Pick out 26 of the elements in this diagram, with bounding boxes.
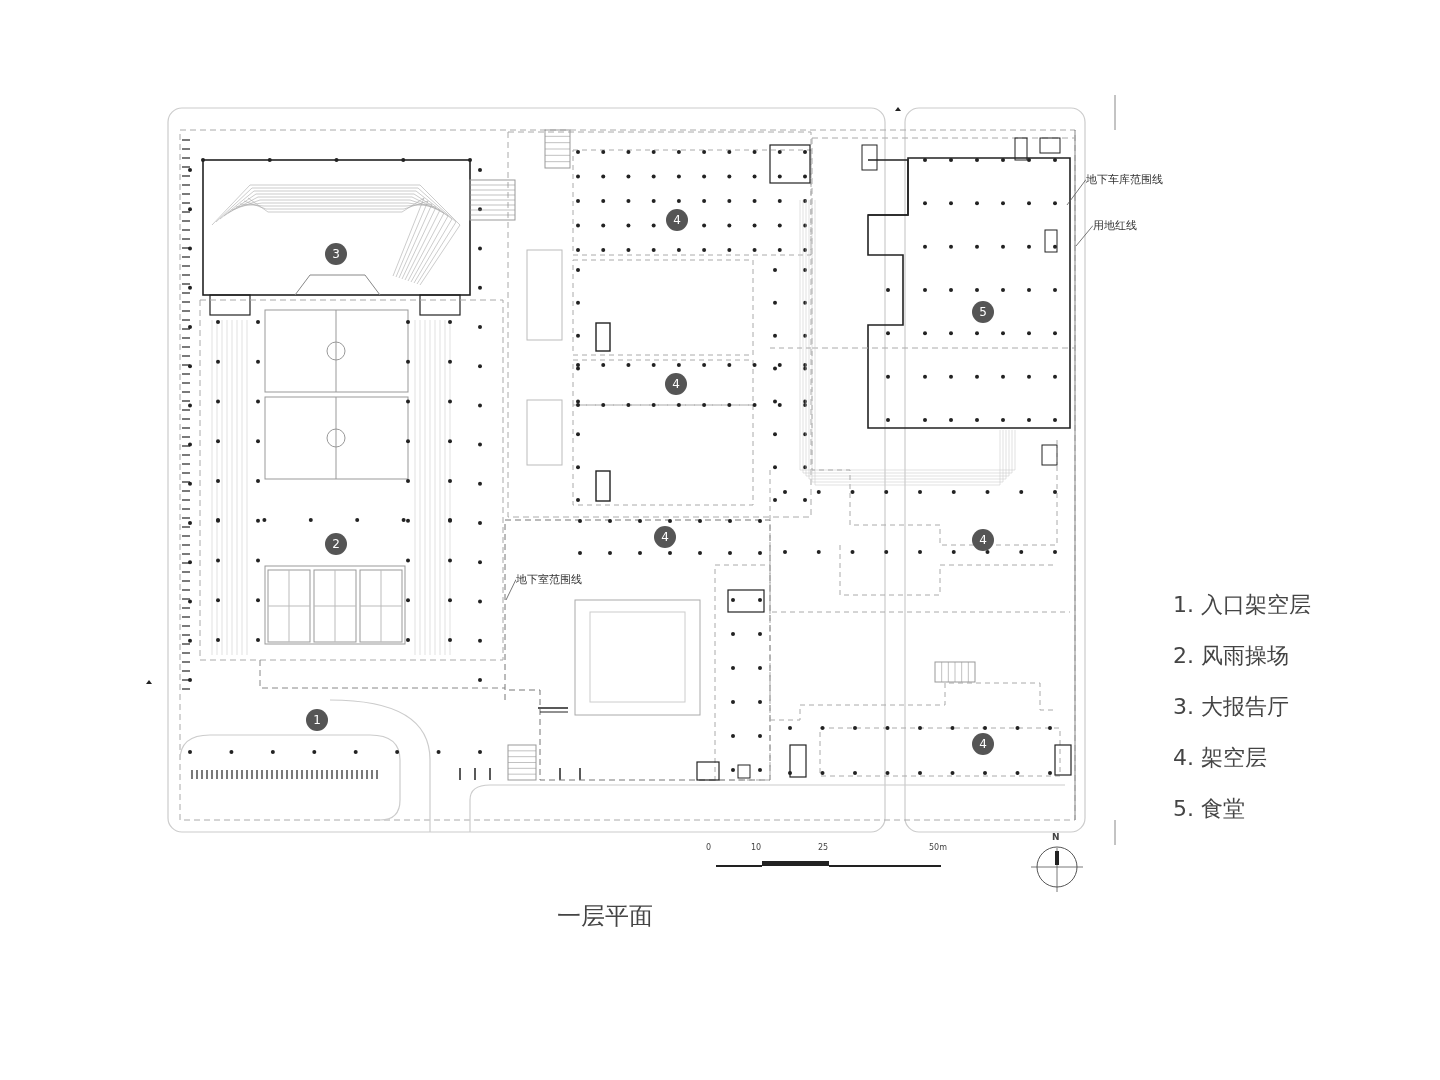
leader-line bbox=[1066, 179, 1087, 206]
scale-label: 50m bbox=[929, 843, 947, 852]
leader-line bbox=[1075, 225, 1094, 247]
leader-label: 地下室范围线 bbox=[516, 572, 582, 587]
legend-item: 5. 食堂 bbox=[1173, 795, 1245, 823]
scale-label: 0 bbox=[706, 843, 712, 852]
legend-item: 1. 入口架空层 bbox=[1173, 591, 1311, 619]
area-number-marker: 2 bbox=[325, 533, 347, 555]
legend-item: 3. 大报告厅 bbox=[1173, 693, 1289, 721]
plan-caption: 一层平面 bbox=[557, 901, 653, 932]
legend-item: 4. 架空层 bbox=[1173, 744, 1267, 772]
area-number-marker: 1 bbox=[306, 709, 328, 731]
scale-label: 10 bbox=[751, 843, 762, 852]
leader-label: 地下车库范围线 bbox=[1086, 172, 1163, 187]
area-number-marker: 4 bbox=[665, 373, 687, 395]
area-number-marker: 5 bbox=[972, 301, 994, 323]
scale-label: 25 bbox=[818, 843, 829, 852]
north-label: N bbox=[1052, 832, 1060, 842]
area-number-marker: 4 bbox=[654, 526, 676, 548]
area-number-marker: 4 bbox=[972, 529, 994, 551]
area-number-marker: 4 bbox=[972, 733, 994, 755]
leader-line bbox=[505, 579, 517, 601]
area-number-marker: 3 bbox=[325, 243, 347, 265]
legend-item: 2. 风雨操场 bbox=[1173, 642, 1289, 670]
area-number-marker: 4 bbox=[666, 209, 688, 231]
leader-label: 用地红线 bbox=[1093, 218, 1137, 233]
